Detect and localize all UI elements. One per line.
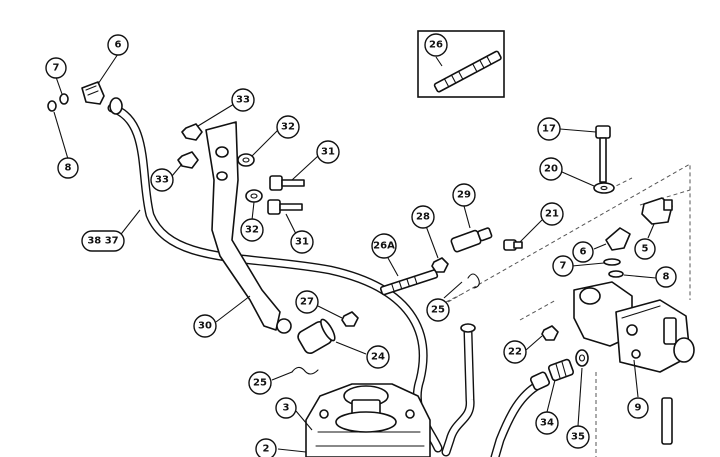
clip-25-lower xyxy=(291,366,319,375)
fitting-6-right xyxy=(605,227,631,251)
inset-box-stud xyxy=(417,30,505,98)
nut-22 xyxy=(541,325,559,341)
callout-26: 26 xyxy=(424,33,448,57)
svg-text:3: 3 xyxy=(283,403,290,414)
valve-9 xyxy=(573,281,695,373)
callout-8-top: 8 xyxy=(57,157,79,179)
callout-5: 5 xyxy=(634,238,656,260)
callout-3: 3 xyxy=(275,397,297,419)
svg-text:7: 7 xyxy=(53,63,60,74)
callout-34: 34 xyxy=(535,411,559,435)
svg-text:25: 25 xyxy=(431,305,445,316)
callout-21: 21 xyxy=(540,202,564,226)
svg-text:22: 22 xyxy=(508,347,522,358)
svg-text:20: 20 xyxy=(544,164,558,175)
svg-text:26: 26 xyxy=(429,40,443,51)
callout-2: 2 xyxy=(255,438,277,457)
washer-35 xyxy=(575,349,589,367)
callout-29: 29 xyxy=(452,183,476,207)
stud-26A xyxy=(379,269,439,296)
callout-30: 30 xyxy=(193,314,217,338)
callout-26A: 26A xyxy=(371,233,397,259)
washers-32 xyxy=(237,153,263,203)
nuts-33 xyxy=(177,123,203,169)
nut-28 xyxy=(431,257,449,273)
fitting-21 xyxy=(503,239,523,251)
clip-25-upper xyxy=(467,273,480,289)
callout-25-upper: 25 xyxy=(426,298,450,322)
svg-text:17: 17 xyxy=(542,124,556,135)
svg-text:35: 35 xyxy=(571,432,585,443)
svg-text:33: 33 xyxy=(155,175,169,186)
air-compressor-3 xyxy=(305,383,431,457)
nut-27 xyxy=(341,311,359,327)
bolts-31 xyxy=(267,175,305,215)
air-pipe-lower xyxy=(441,323,551,457)
svg-text:8: 8 xyxy=(663,272,670,283)
callout-33-upper: 33 xyxy=(231,88,255,112)
fitting-34 xyxy=(547,358,575,382)
svg-text:38 37: 38 37 xyxy=(87,236,118,247)
callout-35: 35 xyxy=(566,425,590,449)
svg-text:30: 30 xyxy=(198,321,212,332)
svg-text:5: 5 xyxy=(642,244,649,255)
callout-27: 27 xyxy=(295,290,319,314)
callout-28: 28 xyxy=(411,205,435,229)
callout-6-top: 6 xyxy=(107,34,129,56)
callout-31-upper: 31 xyxy=(316,140,340,164)
fitting-29 xyxy=(450,227,493,253)
callout-32-lower: 32 xyxy=(240,218,264,242)
callout-33-lower: 33 xyxy=(150,168,174,192)
callout-22: 22 xyxy=(503,340,527,364)
bracket-30 xyxy=(205,121,292,334)
svg-text:21: 21 xyxy=(545,209,559,220)
svg-text:26A: 26A xyxy=(373,241,395,252)
elbow-fitting-6-top xyxy=(47,81,105,112)
valve-tube xyxy=(661,397,673,445)
callout-17: 17 xyxy=(537,117,561,141)
fitting-5 xyxy=(641,197,673,225)
washer-20 xyxy=(593,182,615,194)
svg-text:2: 2 xyxy=(263,444,270,455)
svg-text:33: 33 xyxy=(236,95,250,106)
bolt-17 xyxy=(595,125,611,183)
svg-text:31: 31 xyxy=(321,147,335,158)
cap-24 xyxy=(297,318,336,354)
leader-lines xyxy=(53,53,657,453)
callout-24: 24 xyxy=(366,345,390,369)
svg-text:25: 25 xyxy=(253,378,267,389)
callout-32-upper: 32 xyxy=(276,115,300,139)
svg-text:6: 6 xyxy=(580,247,587,258)
svg-text:31: 31 xyxy=(295,237,309,248)
svg-text:8: 8 xyxy=(65,163,72,174)
callout-8-right: 8 xyxy=(655,266,677,288)
air-hose-38-37 xyxy=(107,97,443,453)
callout-7-right: 7 xyxy=(552,255,574,277)
svg-text:29: 29 xyxy=(457,190,471,201)
o-rings-7-8-right xyxy=(603,258,624,278)
callout-9: 9 xyxy=(627,397,649,419)
svg-text:24: 24 xyxy=(371,352,385,363)
callout-25-lower: 25 xyxy=(248,371,272,395)
svg-text:9: 9 xyxy=(635,403,642,414)
callout-6-right: 6 xyxy=(572,241,594,263)
svg-text:34: 34 xyxy=(540,418,554,429)
svg-text:7: 7 xyxy=(560,261,567,272)
callout-7-top: 7 xyxy=(45,57,67,79)
svg-text:27: 27 xyxy=(300,297,314,308)
callout-31-lower: 31 xyxy=(290,230,314,254)
svg-text:32: 32 xyxy=(245,225,259,236)
svg-text:6: 6 xyxy=(115,40,122,51)
callout-20: 20 xyxy=(539,157,563,181)
svg-text:32: 32 xyxy=(281,122,295,133)
svg-text:28: 28 xyxy=(416,212,430,223)
callout-38-37: 38 37 xyxy=(81,230,125,252)
